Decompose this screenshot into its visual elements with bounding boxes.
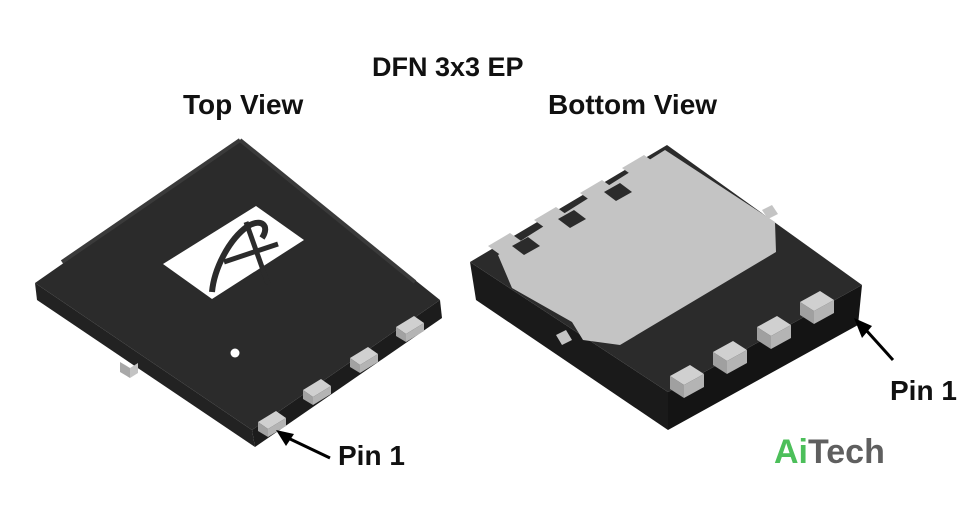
brand-tech-text: Tech [808, 433, 885, 471]
top-view-chip [35, 138, 442, 447]
bottom-chip-top-pins [488, 155, 778, 345]
pin1-arrow-top [276, 430, 331, 460]
stylized-a-logo-icon [209, 219, 279, 293]
bottom-view-chip [470, 145, 862, 430]
top-chip-leads [120, 316, 424, 437]
top-chip-side-left [35, 283, 255, 447]
aitech-logo: AiTech [774, 433, 885, 472]
pin1-label-bottom: Pin 1 [890, 375, 957, 406]
bottom-chip-front-pins [670, 291, 834, 398]
bottom-view-label: Bottom View [548, 89, 718, 120]
pin1-arrow-bottom [854, 318, 895, 362]
bottom-chip-side-left [470, 262, 668, 430]
top-chip-top-face [35, 140, 440, 430]
package-title: DFN 3x3 EP [372, 52, 524, 82]
exposed-pad [498, 150, 776, 345]
top-chip-logo-plate [163, 206, 304, 299]
top-view-label: Top View [183, 89, 304, 120]
brand-ai-text: Ai [774, 433, 808, 471]
pin1-label-top: Pin 1 [338, 440, 405, 471]
top-chip-side-right [252, 300, 442, 447]
pin1-dot [230, 348, 240, 358]
